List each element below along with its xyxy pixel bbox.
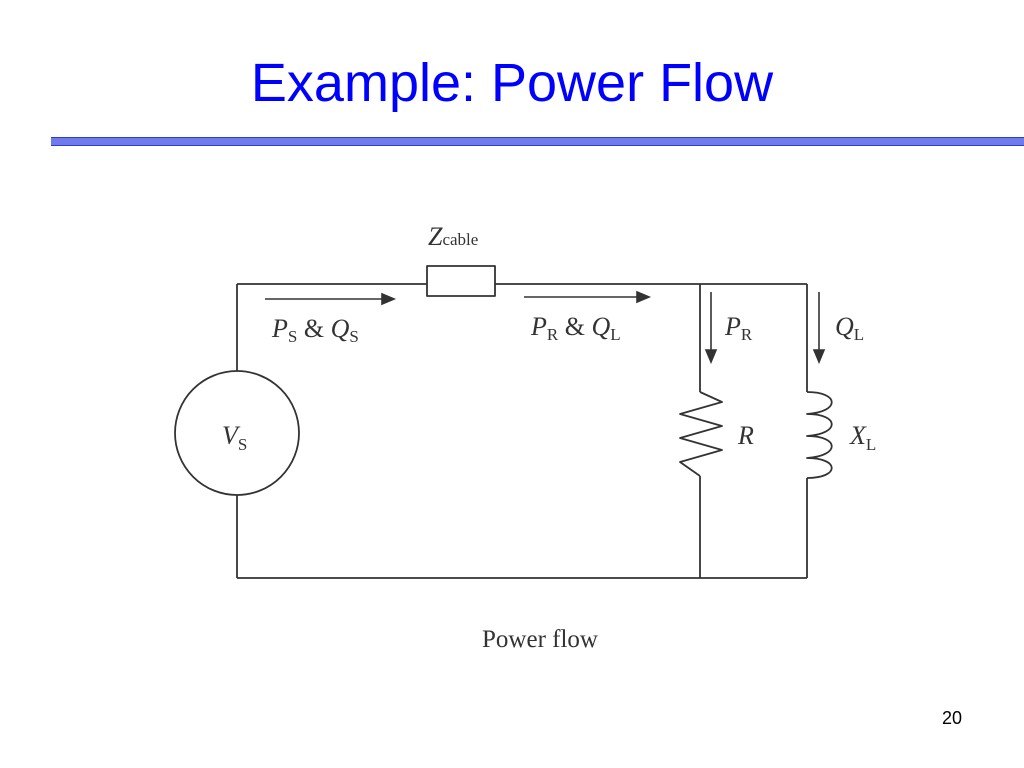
sending-power-label: PS & QS: [271, 314, 359, 346]
voltage-source-circle: [174, 370, 300, 496]
diagram-caption: Power flow: [482, 626, 598, 653]
title-divider: [51, 137, 1024, 146]
receiving-power-label: PR & QL: [530, 312, 621, 344]
inductor-coil: [806, 391, 833, 479]
resistor-power-label: PR: [724, 312, 753, 344]
inductor-flow-arrowhead: [812, 349, 826, 365]
cable-impedance-label: Zcable: [428, 222, 478, 251]
voltage-source-label: VS: [222, 421, 247, 454]
resistor-zigzag: [679, 391, 723, 477]
inductor-reactive-label: QL: [835, 312, 864, 344]
sending-flow-arrowhead: [381, 292, 397, 306]
resistor-label: R: [737, 421, 754, 450]
page-number: 20: [941, 708, 962, 728]
cable-impedance-box: [426, 265, 496, 297]
resistor-flow-arrowhead: [704, 349, 718, 365]
receiving-flow-arrowhead: [636, 290, 652, 304]
slide-title: Example: Power Flow: [250, 53, 774, 113]
inductor-label: XL: [849, 421, 876, 454]
